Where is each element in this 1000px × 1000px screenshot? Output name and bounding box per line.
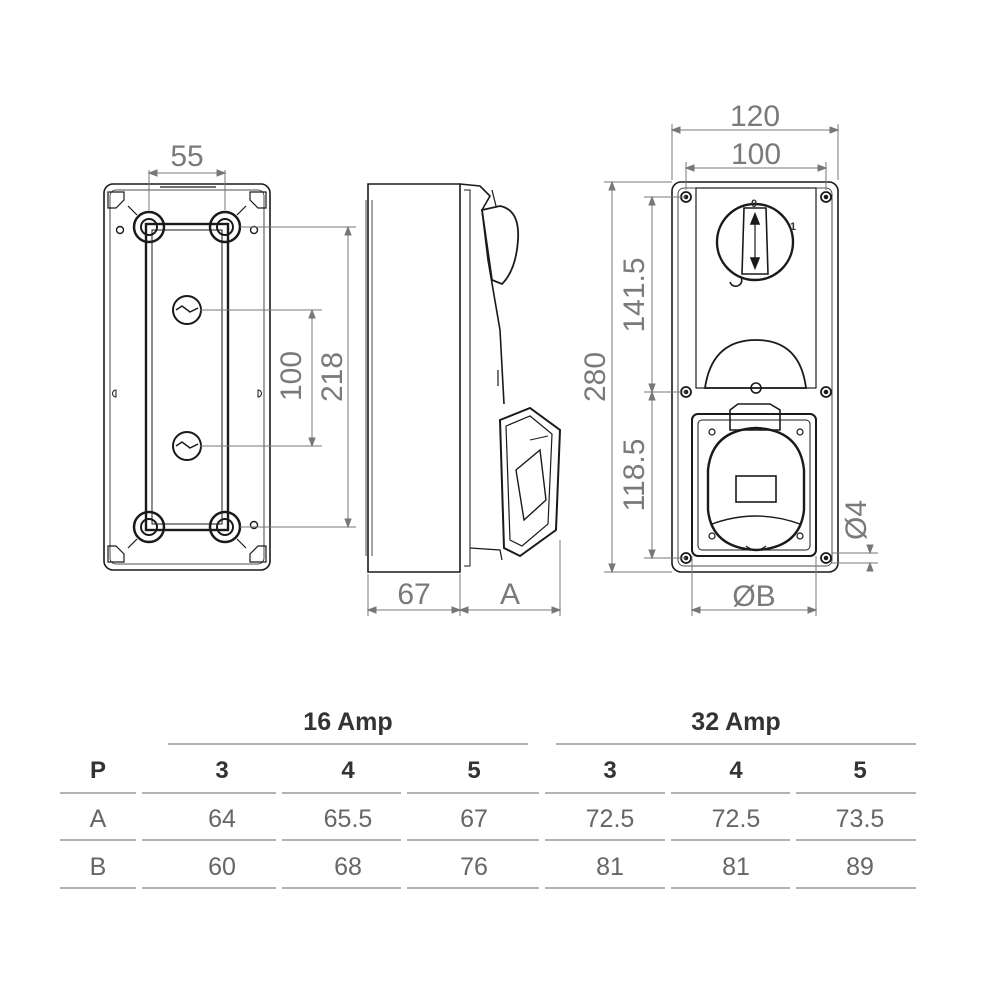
fixing-boss — [208, 510, 242, 544]
header-cell: P — [90, 757, 106, 784]
header-cell: 4 — [729, 757, 743, 784]
side-view — [365, 183, 562, 573]
fixing-boss — [208, 210, 242, 244]
front-outline — [103, 183, 271, 571]
switch-label-off: 0 — [751, 198, 757, 210]
group-16-amp: 16 Amp — [303, 708, 392, 736]
face-outline — [671, 181, 839, 573]
dim-right-inner-width: 100 — [731, 138, 781, 171]
socket-lid — [703, 339, 808, 389]
header-cell: 3 — [215, 757, 228, 784]
dim-right-height: 280 — [579, 352, 612, 402]
table-cell: 72.5 — [586, 805, 635, 833]
socket-face — [706, 426, 806, 552]
dim-front-inner-height: 100 — [275, 351, 308, 401]
header-cell: 3 — [603, 757, 616, 784]
table-cell: 72.5 — [712, 805, 761, 833]
table-cell: 65.5 — [324, 805, 373, 833]
table-cell: 76 — [460, 853, 488, 881]
dim-right-outer-width: 120 — [730, 100, 780, 133]
table-cell: 81 — [722, 853, 750, 881]
dim-right-upper: 141.5 — [618, 257, 651, 332]
header-cell: 4 — [341, 757, 355, 784]
table-cell: B — [90, 853, 107, 881]
dim-hole-diameter: Ø4 — [840, 500, 873, 540]
switch-knob — [480, 205, 520, 286]
table-cell: 73.5 — [836, 805, 885, 833]
knockout-icon — [172, 431, 202, 461]
table-cell: 89 — [846, 853, 874, 881]
table-cell: A — [90, 805, 107, 833]
header-cell: 5 — [853, 757, 866, 784]
table-cell: 60 — [208, 853, 236, 881]
dim-right-lower: 118.5 — [618, 439, 651, 512]
socket-frame — [691, 413, 817, 557]
dim-front-outer-height: 218 — [316, 352, 349, 402]
front-view — [103, 183, 271, 571]
front-face-view — [671, 181, 839, 573]
switch-label-on: 1 — [790, 221, 796, 233]
header-cell: 5 — [467, 757, 480, 784]
group-32-amp: 32 Amp — [691, 708, 780, 736]
table-cell: 68 — [334, 853, 362, 881]
table-cell: 64 — [208, 805, 236, 833]
dim-side-socket: A — [500, 578, 520, 611]
table-cell: 81 — [596, 853, 624, 881]
knockout-icon — [172, 295, 202, 325]
fixing-boss — [132, 510, 166, 544]
fixing-boss — [132, 210, 166, 244]
spec-table: 16 Amp 32 Amp P 3 4 5 3 4 5 A 64 65.5 67… — [60, 708, 916, 892]
table-cell: 67 — [460, 805, 488, 833]
dim-socket-diameter: ØB — [732, 580, 775, 613]
side-body — [367, 183, 461, 573]
socket-side — [498, 406, 562, 558]
dim-side-depth: 67 — [397, 578, 430, 611]
dim-front-width: 55 — [170, 140, 203, 173]
rotary-switch-icon — [715, 202, 795, 288]
